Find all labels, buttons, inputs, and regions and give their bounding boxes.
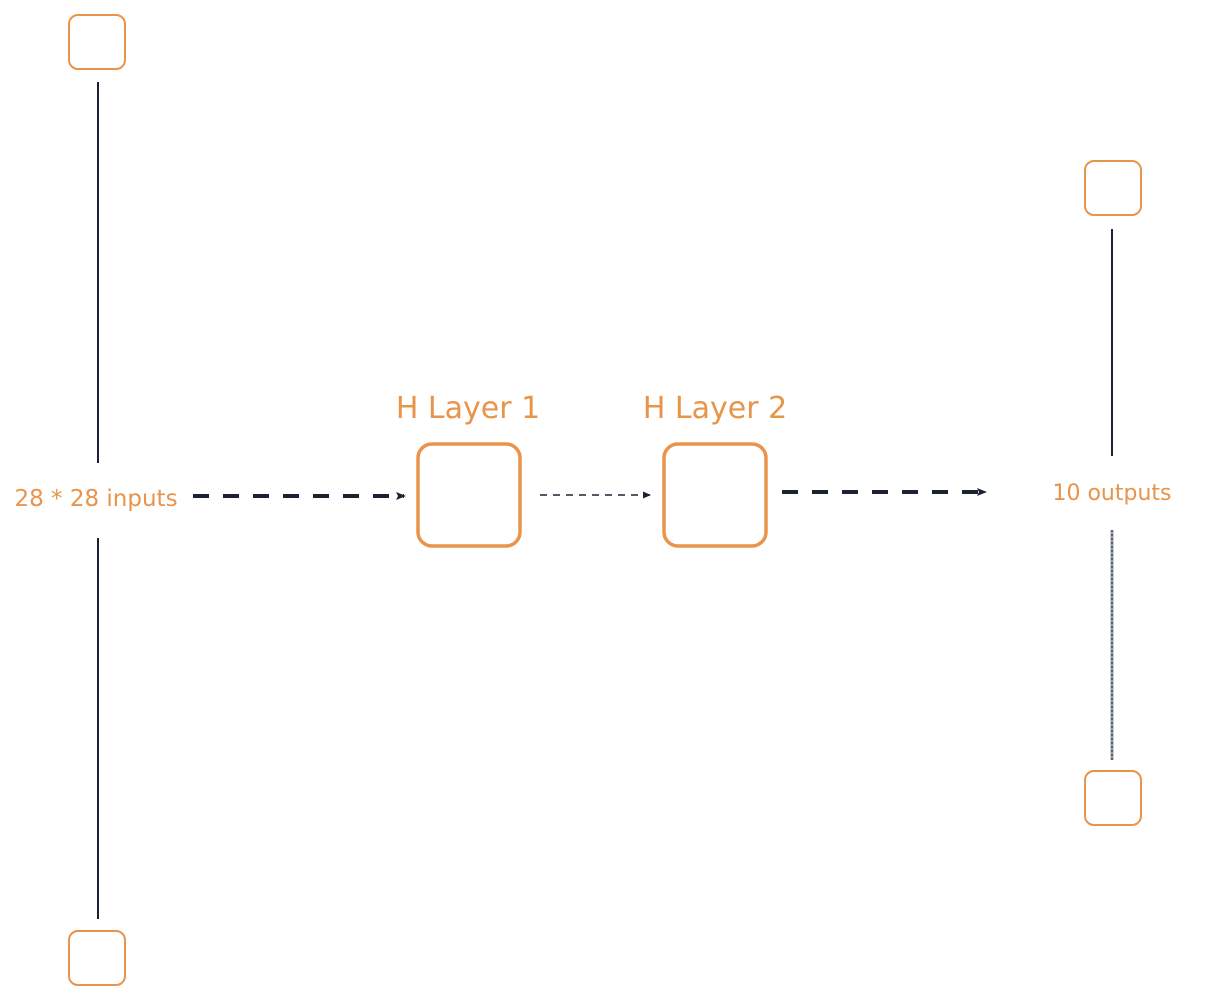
input-node-bottom	[68, 930, 126, 986]
h-layer-1-node	[416, 442, 522, 548]
h-layer-2-node	[662, 442, 768, 548]
h-layer-1-title: H Layer 1	[396, 391, 540, 426]
input-label: 28 * 28 inputs	[14, 486, 177, 512]
h-layer-2-title: H Layer 2	[643, 391, 787, 426]
input-node-top	[68, 14, 126, 70]
output-label: 10 outputs	[1052, 481, 1171, 506]
output-node-bottom	[1084, 770, 1142, 826]
output-node-top	[1084, 160, 1142, 216]
